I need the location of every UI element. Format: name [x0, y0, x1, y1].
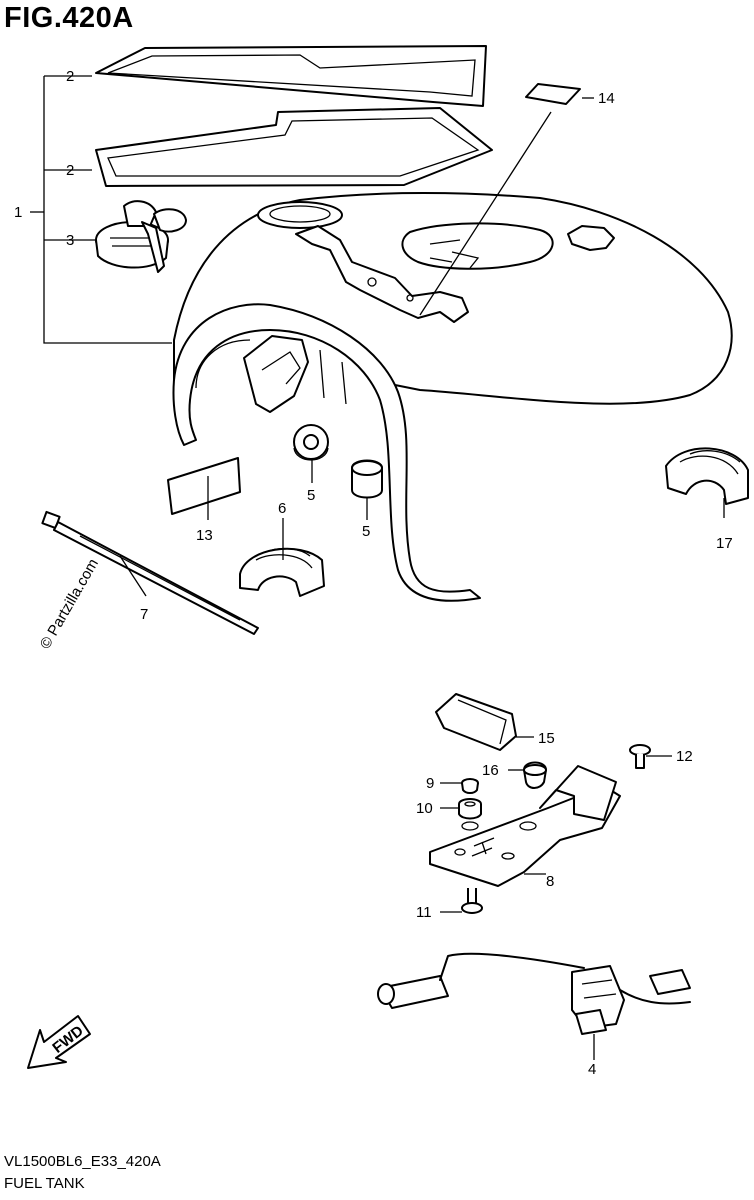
- leader-lines: [119, 97, 725, 1060]
- bolt-11[interactable]: [461, 888, 483, 914]
- collar-10[interactable]: [458, 798, 482, 820]
- callout-12: 12: [676, 748, 693, 765]
- callout-2b: 2: [66, 162, 74, 179]
- rubber-15[interactable]: [435, 693, 517, 751]
- callout-16: 16: [482, 762, 499, 779]
- bolt-12[interactable]: [629, 744, 651, 769]
- callout-13: 13: [196, 527, 213, 544]
- fwd-arrow: FWD: [27, 1015, 91, 1069]
- callout-11: 11: [416, 904, 432, 921]
- callouts: 1 2 2 3 14 5 5 13 6 7 17 15 12 16 9 10 8…: [14, 68, 733, 1078]
- fuel-tank[interactable]: [172, 192, 733, 602]
- emblem-plate-lower[interactable]: [95, 107, 493, 187]
- label-13[interactable]: [167, 457, 241, 515]
- callout-5b: 5: [362, 523, 370, 540]
- figure-name: FUEL TANK: [4, 1175, 85, 1192]
- cushion-5-lower[interactable]: [351, 459, 383, 499]
- callout-1: 1: [14, 204, 22, 221]
- cushion-5-upper[interactable]: [293, 424, 329, 461]
- callout-17: 17: [716, 535, 733, 552]
- cushion-17[interactable]: [665, 447, 749, 505]
- washer-9[interactable]: [461, 778, 479, 794]
- watermark: © Partzilla.com: [37, 556, 102, 652]
- bracket-8[interactable]: [429, 765, 621, 887]
- callout-3: 3: [66, 232, 74, 249]
- fuel-cap[interactable]: [95, 200, 187, 273]
- callout-9: 9: [426, 775, 434, 792]
- cable-tie[interactable]: [41, 510, 259, 635]
- model-code: VL1500BL6_E33_420A: [4, 1153, 161, 1170]
- callout-7: 7: [140, 606, 148, 623]
- emblem-plate-upper[interactable]: [95, 45, 487, 107]
- callout-2a: 2: [66, 68, 74, 85]
- callout-6: 6: [278, 500, 286, 517]
- fuel-level-gauge[interactable]: [377, 952, 691, 1035]
- callout-8: 8: [546, 873, 554, 890]
- label-14[interactable]: [525, 83, 581, 105]
- callout-5a: 5: [307, 487, 315, 504]
- callout-15: 15: [538, 730, 555, 747]
- cushion-6[interactable]: [239, 547, 325, 597]
- callout-14: 14: [598, 90, 615, 107]
- callout-10: 10: [416, 800, 433, 817]
- assembly-bracket: [30, 75, 172, 344]
- cushion-16[interactable]: [523, 761, 547, 789]
- figure-title: FIG.420A: [4, 2, 134, 34]
- callout-4: 4: [588, 1061, 596, 1078]
